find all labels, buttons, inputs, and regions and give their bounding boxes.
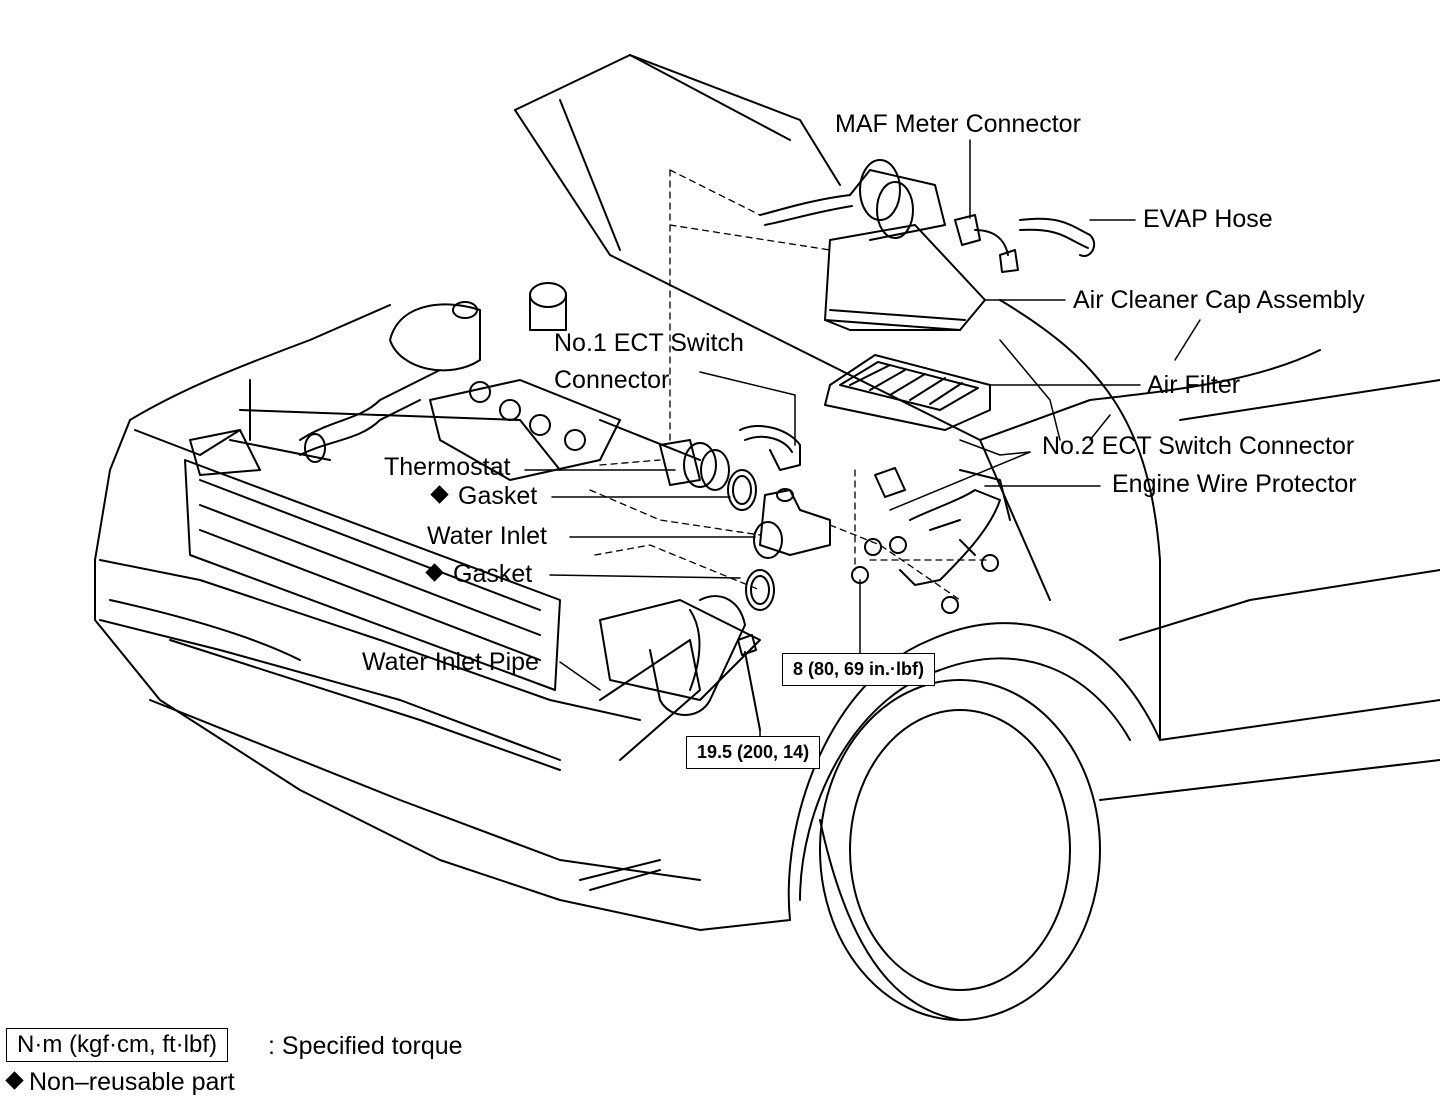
car-body-outline [94,54,1440,931]
engine-components [229,159,1096,761]
label-gasket-lower-text: Gasket [453,560,533,588]
legend-non-reusable: Non–reusable part [5,1068,235,1097]
label-no1-ect-connector: Connector [554,366,670,394]
label-no1-ect-switch: No.1 ECT Switch [554,329,744,357]
label-water-inlet-pipe: Water Inlet Pipe [362,648,539,676]
torque-nut-box: 8 (80, 69 in.·lbf) [782,653,936,686]
legend-non-reusable-text: Non–reusable part [29,1068,235,1096]
label-water-inlet: Water Inlet [427,522,547,550]
non-reusable-diamond-icon [430,485,449,504]
label-air-cleaner-cap-assembly: Air Cleaner Cap Assembly [1073,286,1365,314]
label-engine-wire-protector: Engine Wire Protector [1112,470,1357,498]
label-gasket-upper: Gasket [430,482,538,510]
label-gasket-lower: Gasket [425,560,533,588]
label-gasket-upper-text: Gasket [458,482,538,510]
legend-torque-meaning: : Specified torque [268,1032,463,1060]
front-tire [819,679,1101,1021]
non-reusable-diamond-icon [425,563,444,582]
label-maf-meter-connector: MAF Meter Connector [835,110,1081,138]
label-air-filter: Air Filter [1147,371,1241,399]
label-evap-hose: EVAP Hose [1143,205,1273,233]
torque-bolt-box: 19.5 (200, 14) [686,736,821,769]
leader-lines [524,139,1201,739]
non-reusable-diamond-icon [5,1071,24,1090]
label-thermostat: Thermostat [384,453,511,481]
legend-torque-unit-box: N·m (kgf·cm, ft·lbf) [6,1028,228,1062]
dashed-assembly-lines [589,169,991,601]
label-no2-ect-switch-connector: No.2 ECT Switch Connector [1042,432,1355,460]
